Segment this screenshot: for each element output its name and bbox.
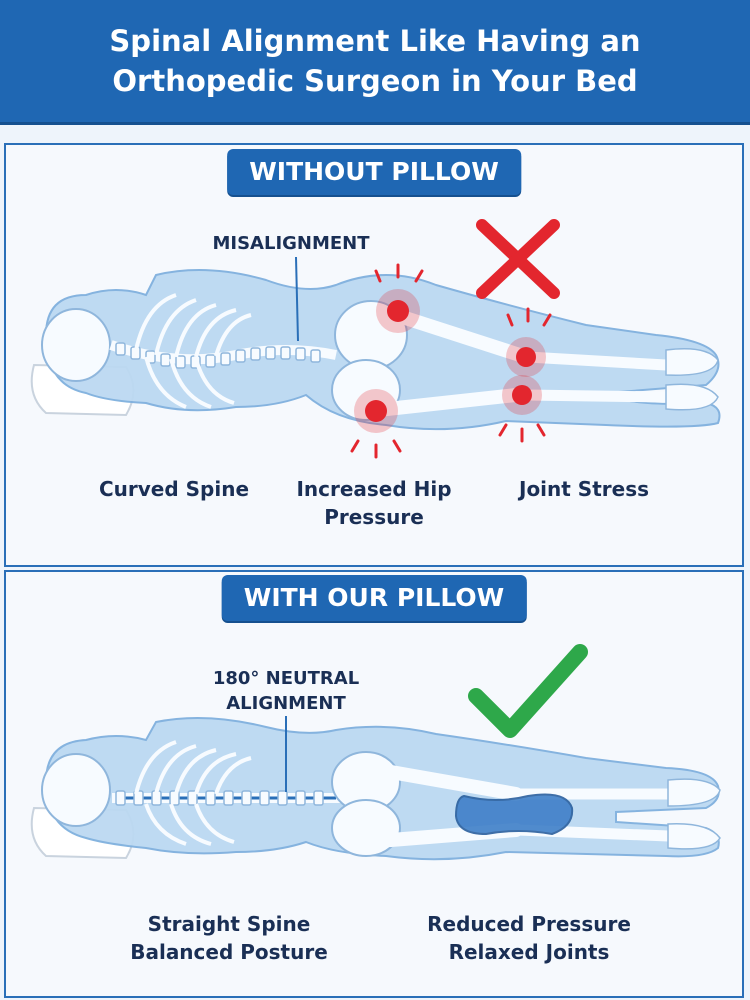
- page-title: Spinal Alignment Like Having an Orthoped…: [25, 21, 725, 101]
- neutral-alignment-callout: 180° NEUTRAL ALIGNMENT: [156, 666, 416, 716]
- caption-reduced-pressure: Reduced Pressure Relaxed Joints: [404, 910, 654, 966]
- with-pillow-panel: WITH OUR PILLOW 180° NEUTRAL ALIGNMENT S…: [4, 570, 744, 998]
- callout-line-2: ALIGNMENT: [226, 693, 346, 714]
- misaligned-body-illustration: [30, 219, 721, 459]
- caption-straight-spine: Straight Spine Balanced Posture: [114, 910, 344, 966]
- caption-curved-spine: Curved Spine: [98, 477, 250, 501]
- misalignment-callout: MISALIGNMENT: [212, 233, 370, 254]
- caption-left-line-2: Balanced Posture: [130, 940, 328, 964]
- caption-right-line-2: Relaxed Joints: [448, 940, 610, 964]
- aligned-body-illustration: [30, 644, 721, 861]
- caption-hip-pressure: Increased Hip Pressure: [274, 475, 474, 531]
- title-line-2: Orthopedic Surgeon in Your Bed: [112, 64, 638, 98]
- with-pillow-badge: WITH OUR PILLOW: [221, 575, 527, 621]
- red-x-icon: [476, 219, 560, 299]
- pain-indicator-knee-lower: [502, 375, 542, 415]
- green-check-icon: [468, 644, 588, 738]
- header-banner: Spinal Alignment Like Having an Orthoped…: [0, 0, 750, 125]
- caption-right-line-1: Reduced Pressure: [427, 912, 631, 936]
- pain-indicator-hip-lower: [354, 389, 398, 433]
- without-pillow-badge: WITHOUT PILLOW: [227, 149, 521, 195]
- callout-line-1: 180° NEUTRAL: [212, 668, 360, 689]
- caption-hip-line-1: Increased Hip: [296, 477, 452, 501]
- caption-hip-line-2: Pressure: [324, 505, 424, 529]
- title-line-1: Spinal Alignment Like Having an: [109, 24, 641, 58]
- caption-joint-stress: Joint Stress: [519, 477, 649, 501]
- pain-indicator-knee-upper: [506, 337, 546, 377]
- caption-left-line-1: Straight Spine: [147, 912, 311, 936]
- knee-pillow-icon: [454, 793, 574, 836]
- pain-indicator-hip-upper: [376, 289, 420, 333]
- without-pillow-panel: WITHOUT PILLOW MISALIGNMENT Curved Spine…: [4, 143, 744, 567]
